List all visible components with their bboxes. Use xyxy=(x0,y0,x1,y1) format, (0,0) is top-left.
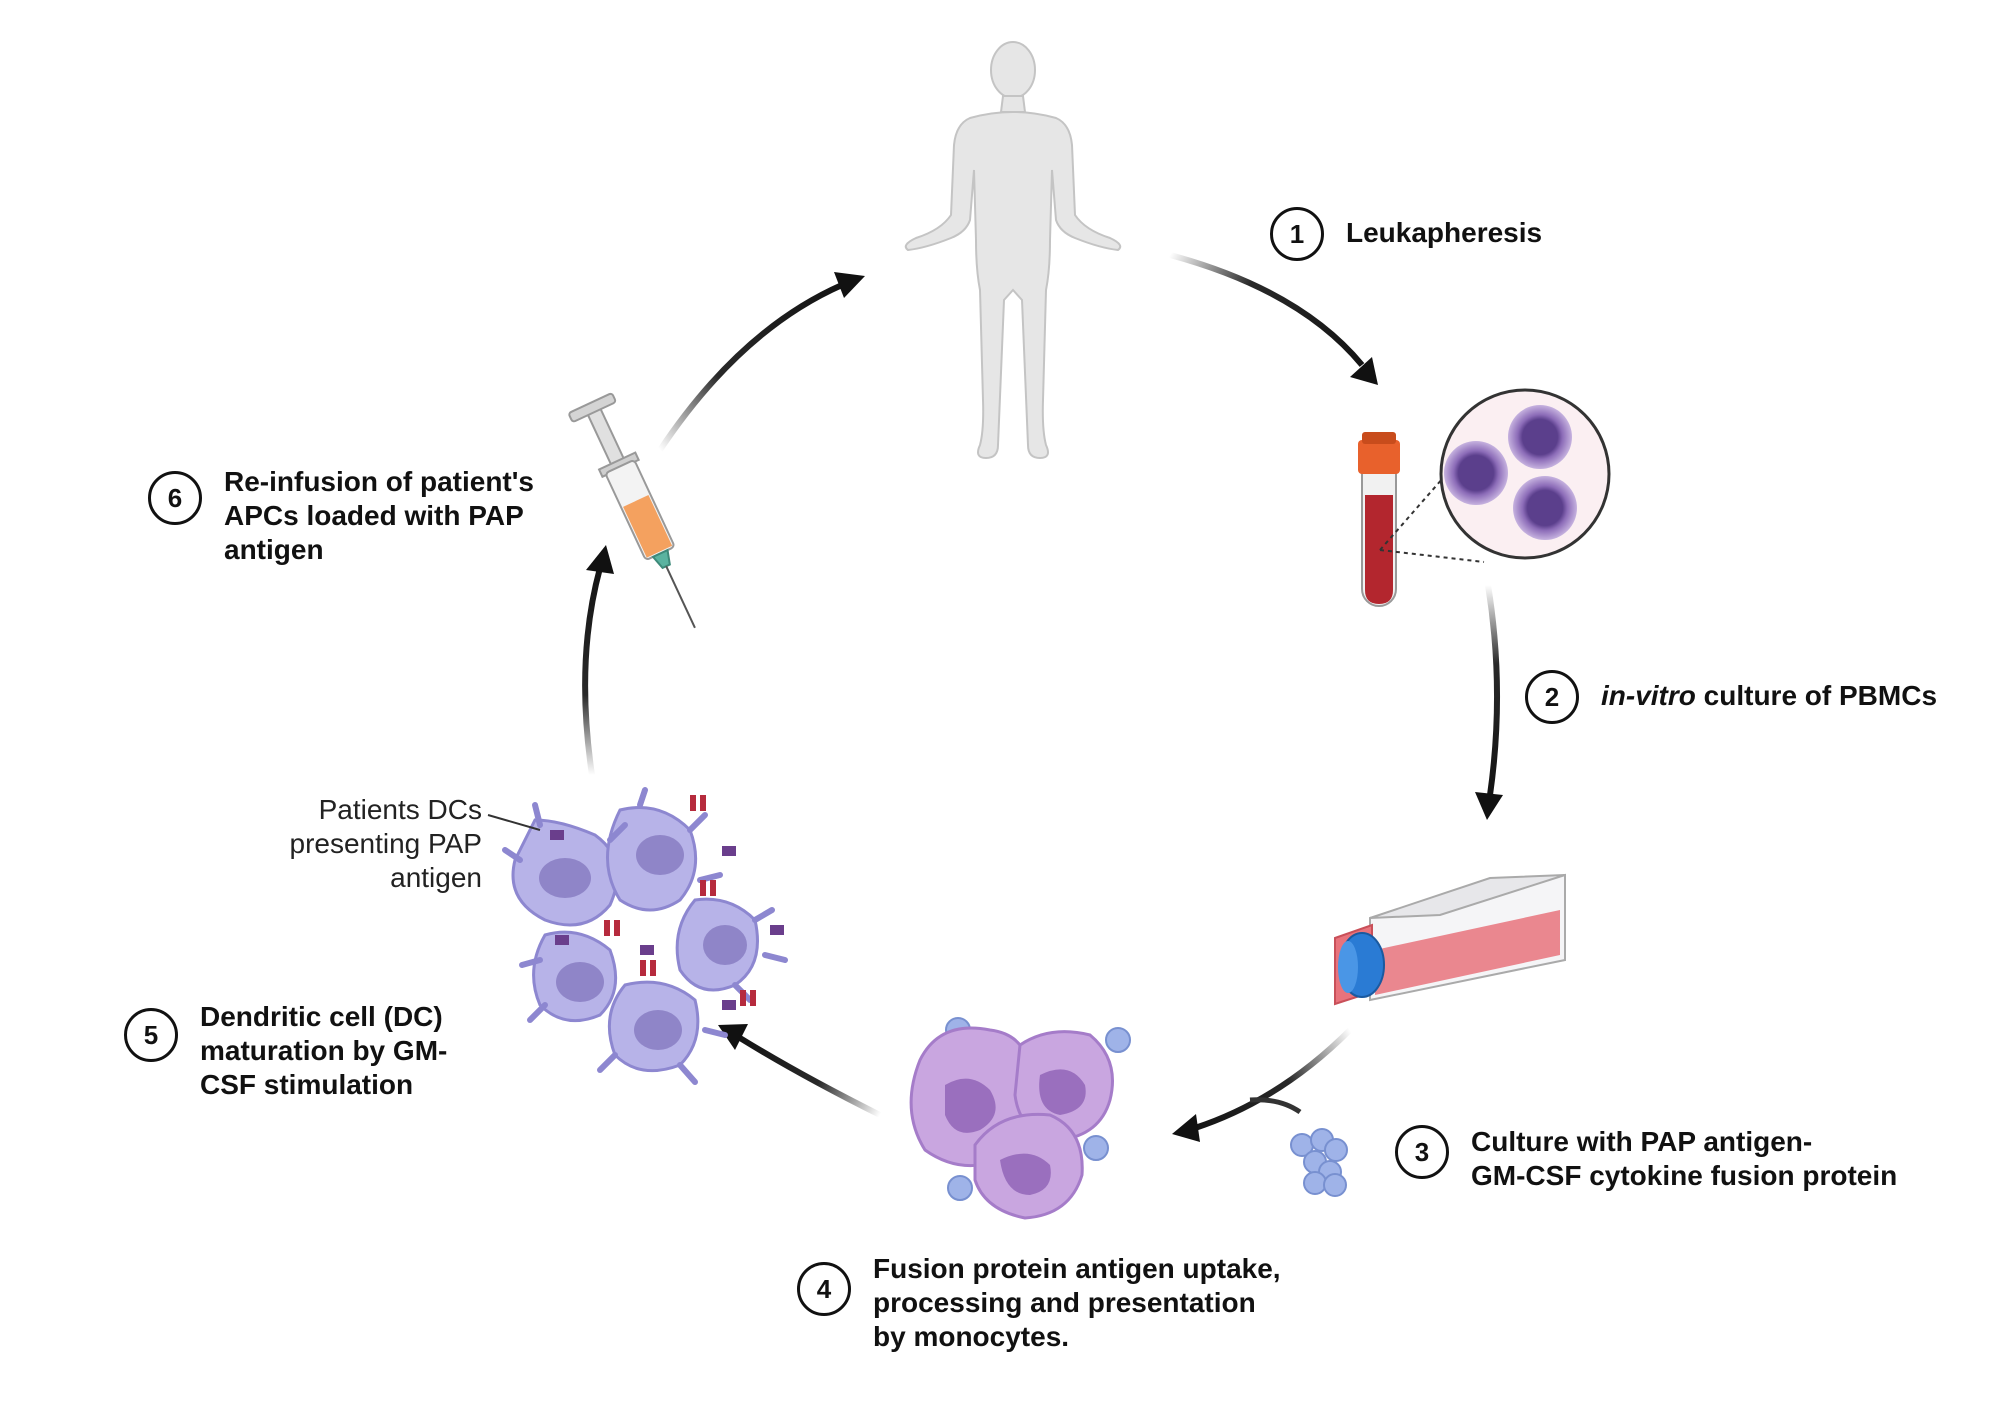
step-6-line: Re-infusion of patient's xyxy=(224,466,534,497)
step-4-label: Fusion protein antigen uptake, processin… xyxy=(873,1252,1281,1354)
step-6: 6 Re-infusion of patient's APCs loaded w… xyxy=(148,465,534,567)
cycle-arrows xyxy=(582,252,1503,1142)
step-5-line: Dendritic cell (DC) xyxy=(200,1001,443,1032)
step-2: 2 in-vitro culture of PBMCs xyxy=(1525,670,1937,724)
arrow-4 xyxy=(738,1035,882,1118)
arrow-5 xyxy=(582,567,603,776)
step-3-number: 3 xyxy=(1395,1125,1449,1179)
step-6-label: Re-infusion of patient's APCs loaded wit… xyxy=(224,465,534,567)
step-2-number: 2 xyxy=(1525,670,1579,724)
step-6-line: APCs loaded with PAP xyxy=(224,500,524,531)
step-2-label-italic: in-vitro xyxy=(1601,680,1696,711)
blood-tube-icon xyxy=(1358,432,1400,607)
step-5-line: CSF stimulation xyxy=(200,1069,414,1100)
step-2-label-text: culture of PBMCs xyxy=(1695,680,1938,711)
fusion-protein-icon xyxy=(945,1017,1348,1201)
step-3: 3 Culture with PAP antigen- GM-CSF cytok… xyxy=(1395,1125,1897,1193)
dc-callout: Patients DCs presenting PAP antigen xyxy=(220,793,483,895)
step-5: 5 Dendritic cell (DC) maturation by GM- … xyxy=(124,1000,447,1102)
step-6-line: antigen xyxy=(224,534,324,565)
step-4-line: Fusion protein antigen uptake, xyxy=(873,1253,1281,1284)
arrow-3 xyxy=(1194,1027,1353,1131)
step-3-line: Culture with PAP antigen- xyxy=(1471,1126,1813,1157)
step-5-label: Dendritic cell (DC) maturation by GM- CS… xyxy=(200,1000,447,1102)
human-body-icon xyxy=(904,41,1122,460)
arrow-2 xyxy=(1485,584,1501,796)
dc-callout-line: antigen xyxy=(390,862,482,893)
step-4-line: processing and presentation xyxy=(873,1287,1256,1318)
dc-callout-line: presenting PAP xyxy=(289,828,483,859)
step-1: 1 Leukapheresis xyxy=(1270,207,1542,261)
syringe-icon xyxy=(568,392,696,629)
culture-flask-icon xyxy=(1334,873,1566,1006)
step-6-number: 6 xyxy=(148,471,202,525)
dendritic-cells-icon xyxy=(487,787,788,1085)
step-3-line: GM-CSF cytokine fusion protein xyxy=(1471,1160,1898,1191)
step-5-number: 5 xyxy=(124,1008,178,1062)
step-3-label: Culture with PAP antigen- GM-CSF cytokin… xyxy=(1471,1125,1897,1193)
monocytes-icon xyxy=(909,1026,1114,1220)
arrow-6 xyxy=(657,282,844,452)
arrow-1 xyxy=(1169,252,1365,367)
step-1-label: Leukapheresis xyxy=(1346,217,1543,248)
dc-callout-line: Patients DCs xyxy=(318,794,482,825)
pbmc-magnified-icon xyxy=(1379,388,1611,563)
step-5-line: maturation by GM- xyxy=(200,1035,448,1066)
step-4-number: 4 xyxy=(797,1262,851,1316)
step-4-line: by monocytes. xyxy=(873,1321,1070,1352)
step-1-number: 1 xyxy=(1270,207,1324,261)
step-2-label: in-vitro culture of PBMCs xyxy=(1601,679,1937,713)
arrow-3-branch xyxy=(1249,1097,1302,1115)
step-4: 4 Fusion protein antigen uptake, process… xyxy=(797,1252,1281,1354)
